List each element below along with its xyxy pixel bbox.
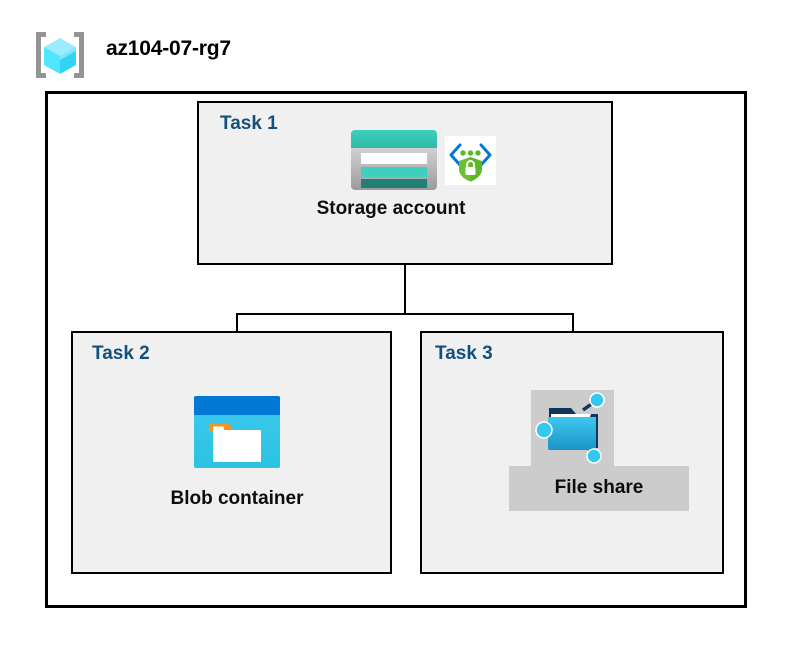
storage-account-label: Storage account xyxy=(316,198,466,219)
resource-group-title: az104-07-rg7 xyxy=(106,37,231,60)
file-share-label-highlight xyxy=(509,466,689,511)
resource-group-icon xyxy=(32,28,88,82)
resource-group-header: az104-07-rg7 xyxy=(28,24,348,86)
task-box-2: Task 2 xyxy=(71,331,392,574)
task-2-label: Task 2 xyxy=(92,343,150,364)
task-3-label: Task 3 xyxy=(435,343,493,364)
secure-endpoint-shield-icon xyxy=(445,136,496,185)
task-1-label: Task 1 xyxy=(220,113,278,134)
connector-horizontal-bus xyxy=(236,313,574,315)
storage-account-icon xyxy=(348,124,440,194)
file-share-label: File share xyxy=(554,477,644,498)
blob-container-label: Blob container xyxy=(170,488,304,509)
blob-container-icon xyxy=(191,392,283,472)
file-share-icon xyxy=(531,390,614,466)
connector-storage-trunk xyxy=(404,265,406,315)
